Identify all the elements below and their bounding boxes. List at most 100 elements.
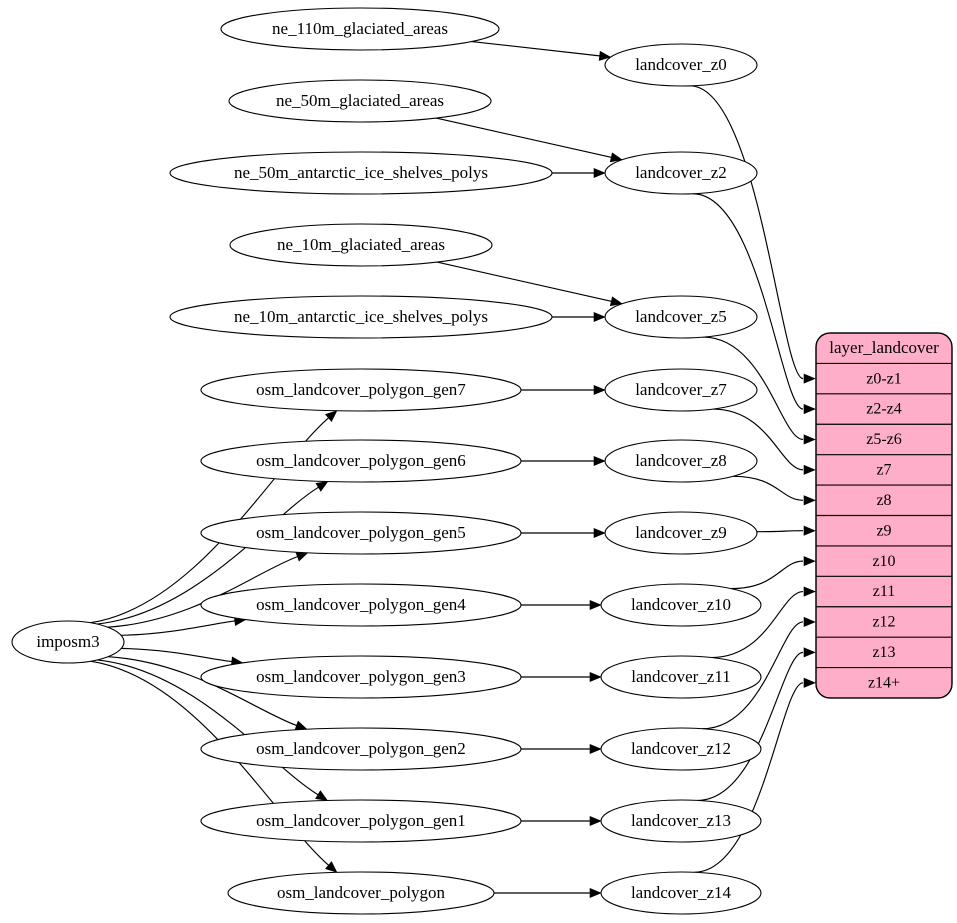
- table-row[interactable]: z0-z1: [816, 363, 952, 393]
- ne_50m_antarctic_ice_shelves_polys-label: ne_50m_antarctic_ice_shelves_polys: [234, 163, 488, 182]
- osm_landcover_polygon_gen4-label: osm_landcover_polygon_gen4: [256, 595, 466, 614]
- landcover_z2-label: landcover_z2: [635, 163, 727, 182]
- landcover_z5-label: landcover_z5: [635, 307, 727, 326]
- osm_landcover_polygon_gen3-ellipse[interactable]: [200, 655, 522, 699]
- ne_10m_glaciated_areas-label: ne_10m_glaciated_areas: [277, 235, 445, 254]
- osm_landcover_polygon_gen6-label: osm_landcover_polygon_gen6: [256, 451, 466, 470]
- edge-landcover_z9-to-layer_landcover.z9: [756, 530, 804, 533]
- node-ne_10m_glaciated_areas[interactable]: ne_10m_glaciated_areas: [229, 223, 493, 267]
- osm_landcover_polygon_gen1-ellipse[interactable]: [200, 799, 522, 843]
- table-row-label-z10: z10: [872, 553, 895, 570]
- edge-landcover_z12-to-layer_landcover.z12: [702, 621, 804, 730]
- node-landcover_z14[interactable]: landcover_z14: [600, 871, 762, 915]
- landcover_z0-ellipse[interactable]: [604, 43, 758, 87]
- osm_landcover_polygon_gen5-ellipse[interactable]: [200, 511, 522, 555]
- table-row[interactable]: z12: [816, 607, 952, 637]
- table-row[interactable]: z8: [816, 485, 952, 515]
- table-row-label-z0-z1: z0-z1: [866, 370, 902, 387]
- node-ne_10m_antarctic_ice_shelves_polys[interactable]: ne_10m_antarctic_ice_shelves_polys: [169, 295, 553, 339]
- landcover_z9-label: landcover_z9: [635, 523, 727, 542]
- ne_50m_glaciated_areas-ellipse[interactable]: [228, 79, 492, 123]
- node-landcover_z10[interactable]: landcover_z10: [600, 583, 762, 627]
- landcover_z11-ellipse[interactable]: [600, 655, 762, 699]
- landcover_z8-ellipse[interactable]: [604, 439, 758, 483]
- table-row[interactable]: z14+: [816, 668, 952, 698]
- node-osm_landcover_polygon_gen6[interactable]: osm_landcover_polygon_gen6: [200, 439, 522, 483]
- landcover_z2-ellipse[interactable]: [604, 151, 758, 195]
- landcover_z9-ellipse[interactable]: [604, 511, 758, 555]
- node-landcover_z9[interactable]: landcover_z9: [604, 511, 758, 555]
- node-landcover_z12[interactable]: landcover_z12: [600, 727, 762, 771]
- table-row[interactable]: z10: [816, 546, 952, 576]
- landcover_z12-ellipse[interactable]: [600, 727, 762, 771]
- layer-landcover-box[interactable]: layer_landcoverz0-z1z2-z4z5-z6z7z8z9z10z…: [815, 332, 953, 699]
- landcover_z11-label: landcover_z11: [631, 667, 730, 686]
- osm_landcover_polygon_gen6-ellipse[interactable]: [200, 439, 522, 483]
- table-row[interactable]: z5-z6: [816, 424, 952, 454]
- osm_landcover_polygon_gen7-ellipse[interactable]: [200, 368, 522, 412]
- node-landcover_z13[interactable]: landcover_z13: [600, 799, 762, 843]
- landcover_z10-ellipse[interactable]: [600, 583, 762, 627]
- node-osm_landcover_polygon_gen4[interactable]: osm_landcover_polygon_gen4: [200, 583, 522, 627]
- ne_110m_glaciated_areas-ellipse[interactable]: [220, 7, 500, 51]
- landcover_z10-label: landcover_z10: [631, 595, 731, 614]
- ne_10m_glaciated_areas-ellipse[interactable]: [229, 223, 493, 267]
- ne_50m_glaciated_areas-label: ne_50m_glaciated_areas: [276, 91, 444, 110]
- edge-landcover_z10-to-layer_landcover.z10: [731, 560, 804, 590]
- osm_landcover_polygon_gen7-label: osm_landcover_polygon_gen7: [256, 380, 466, 399]
- table-row-label-z8: z8: [876, 492, 891, 509]
- landcover_z14-label: landcover_z14: [631, 883, 732, 902]
- edge-landcover_z11-to-layer_landcover.z11: [711, 590, 804, 659]
- node-landcover_z5[interactable]: landcover_z5: [604, 295, 758, 339]
- landcover_z14-ellipse[interactable]: [600, 871, 762, 915]
- edge-landcover_z5-to-layer_landcover.z5-z6: [702, 336, 804, 441]
- node-landcover_z11[interactable]: landcover_z11: [600, 655, 762, 699]
- osm_landcover_polygon_gen5-label: osm_landcover_polygon_gen5: [256, 523, 466, 542]
- edge-imposm3-to-osm_landcover_polygon_gen1: [97, 659, 319, 796]
- node-osm_landcover_polygon_gen5[interactable]: osm_landcover_polygon_gen5: [200, 511, 522, 555]
- ne_10m_antarctic_ice_shelves_polys-label: ne_10m_antarctic_ice_shelves_polys: [234, 307, 488, 326]
- node-ne_110m_glaciated_areas[interactable]: ne_110m_glaciated_areas: [220, 7, 500, 51]
- landcover_z13-ellipse[interactable]: [600, 799, 762, 843]
- node-osm_landcover_polygon_gen3[interactable]: osm_landcover_polygon_gen3: [200, 655, 522, 699]
- table-row[interactable]: z7: [816, 455, 952, 485]
- landcover_z5-ellipse[interactable]: [604, 295, 758, 339]
- landcover_z7-ellipse[interactable]: [604, 368, 758, 412]
- osm_landcover_polygon_gen4-ellipse[interactable]: [200, 583, 522, 627]
- ne_50m_antarctic_ice_shelves_polys-ellipse[interactable]: [169, 151, 553, 195]
- node-landcover_z0[interactable]: landcover_z0: [604, 43, 758, 87]
- table-row-label-z7: z7: [876, 462, 891, 479]
- layer-landcover-outline: [815, 332, 953, 699]
- node-osm_landcover_polygon_gen7[interactable]: osm_landcover_polygon_gen7: [200, 368, 522, 412]
- landcover_z8-label: landcover_z8: [635, 451, 727, 470]
- landcover_z13-label: landcover_z13: [631, 811, 731, 830]
- edge-landcover_z2-to-layer_landcover.z2-z4: [692, 193, 804, 410]
- node-osm_landcover_polygon_gen1[interactable]: osm_landcover_polygon_gen1: [200, 799, 522, 843]
- edge-imposm3-to-osm_landcover_polygon_gen4: [121, 620, 235, 636]
- node-ne_50m_antarctic_ice_shelves_polys[interactable]: ne_50m_antarctic_ice_shelves_polys: [169, 151, 553, 195]
- node-osm_landcover_polygon[interactable]: osm_landcover_polygon: [227, 871, 495, 915]
- node-landcover_z8[interactable]: landcover_z8: [604, 439, 758, 483]
- table-row[interactable]: z2-z4: [816, 394, 952, 424]
- node-imposm3[interactable]: imposm3: [11, 620, 125, 664]
- ne_10m_antarctic_ice_shelves_polys-ellipse[interactable]: [169, 295, 553, 339]
- node-osm_landcover_polygon_gen2[interactable]: osm_landcover_polygon_gen2: [200, 727, 522, 771]
- osm_landcover_polygon-ellipse[interactable]: [227, 871, 495, 915]
- ne_110m_glaciated_areas-label: ne_110m_glaciated_areas: [272, 19, 448, 38]
- table-row[interactable]: z9: [816, 516, 952, 546]
- osm_landcover_polygon_gen2-ellipse[interactable]: [200, 727, 522, 771]
- imposm3-ellipse[interactable]: [11, 620, 125, 664]
- edge-landcover_z13-to-layer_landcover.z13: [697, 651, 804, 802]
- edges-layer: [90, 40, 816, 899]
- edge-imposm3-to-osm_landcover_polygon_gen6: [96, 486, 319, 625]
- edge-ne_110m_glaciated_areas-to-landcover_z0: [471, 40, 600, 57]
- node-landcover_z7[interactable]: landcover_z7: [604, 368, 758, 412]
- table-row[interactable]: z13: [816, 637, 952, 667]
- table-row[interactable]: z11: [816, 576, 952, 606]
- table-row-label-z11: z11: [873, 583, 896, 600]
- table-row-label-z9: z9: [876, 522, 891, 539]
- node-landcover_z2[interactable]: landcover_z2: [604, 151, 758, 195]
- node-ne_50m_glaciated_areas[interactable]: ne_50m_glaciated_areas: [228, 79, 492, 123]
